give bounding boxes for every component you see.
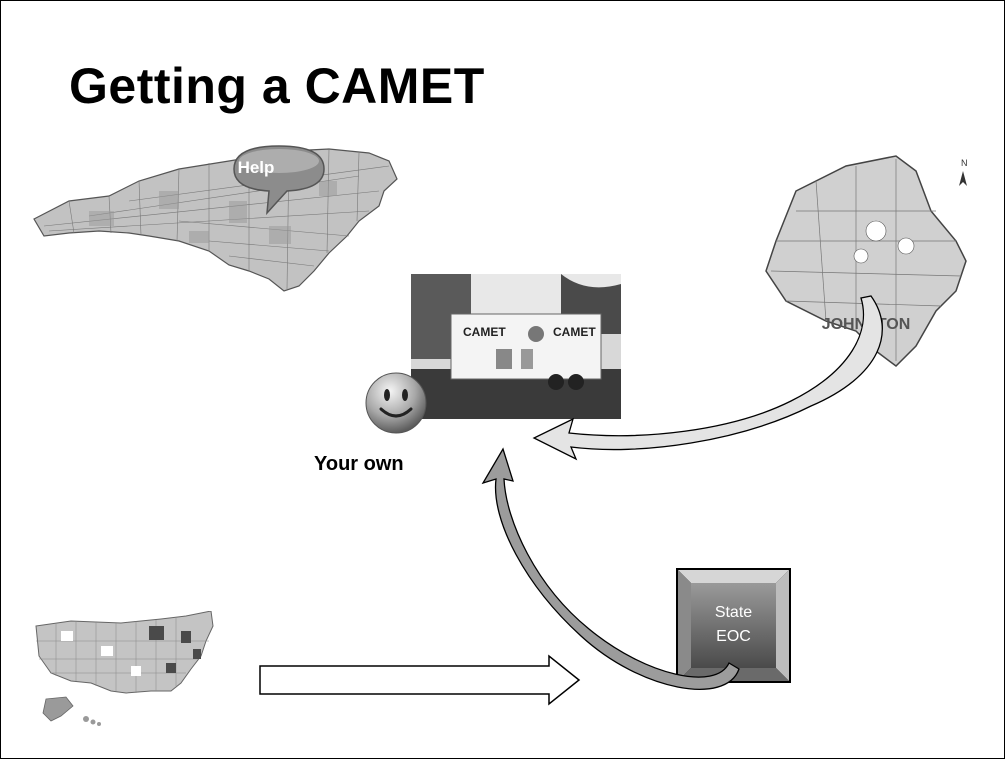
north-label: N (961, 158, 968, 168)
trailer-text-right: CAMET (553, 325, 596, 339)
north-carolina-map (33, 145, 398, 292)
state-eoc-label: State EOC (676, 601, 791, 649)
trailer-text-left: CAMET (463, 325, 506, 339)
state-eoc-line2: EOC (716, 628, 751, 645)
us-map (35, 611, 214, 726)
county-name-label: JOHNSTON (822, 316, 911, 333)
johnston-county-map: JOHNSTON N (765, 155, 968, 367)
help-bubble-label: Help (237, 158, 275, 177)
state-eoc-line1: State (714, 604, 753, 621)
your-own-label: Your own (314, 453, 404, 475)
slide-title: Getting a CAMET (69, 58, 485, 114)
north-arrow-icon (959, 171, 967, 186)
smiley-face-icon (365, 372, 427, 434)
camet-trailer-photo: CAMET CAMET (411, 274, 621, 419)
arrow-us-to-eoc (259, 654, 581, 706)
